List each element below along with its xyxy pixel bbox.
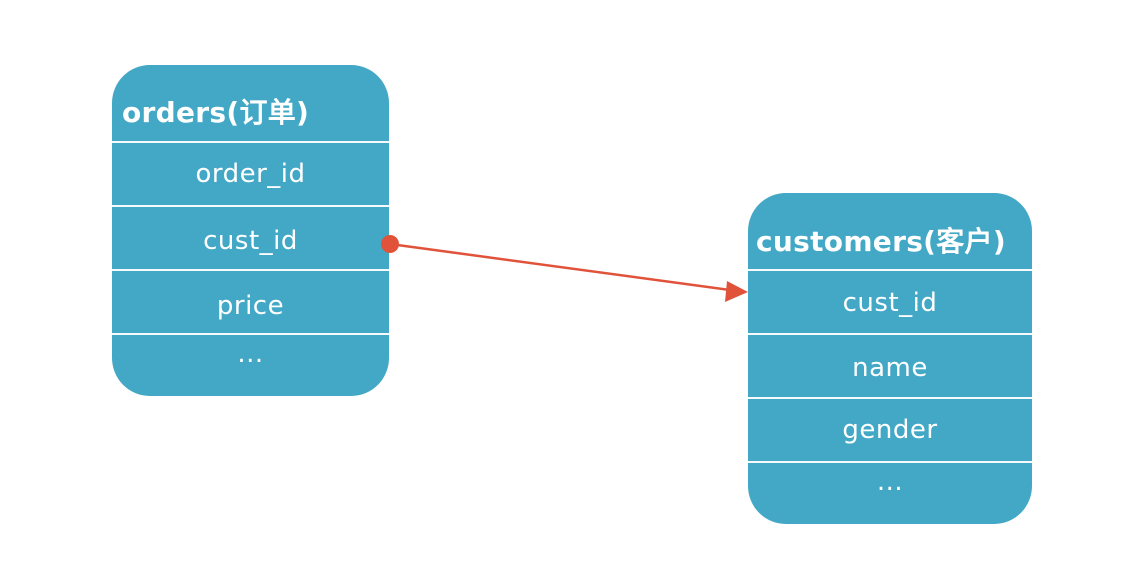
relation-arrowhead: [725, 281, 748, 302]
relation-line: [388, 242, 732, 292]
relation-start-dot: [381, 235, 399, 253]
customers-table-title: customers(客户): [756, 225, 1006, 258]
customers-divider: [748, 397, 1032, 399]
orders-field-price: price: [216, 291, 285, 321]
customers-divider: [748, 269, 1032, 271]
customers-field-more: ...: [876, 467, 904, 497]
customers-field-cust-id: cust_id: [842, 288, 938, 318]
orders-field-order-id: order_id: [195, 159, 306, 189]
orders-divider: [112, 269, 389, 271]
orders-divider: [112, 205, 389, 207]
orders-divider: [112, 141, 389, 143]
customers-divider: [748, 461, 1032, 463]
orders-field-more: ...: [237, 339, 264, 369]
customers-table: customers(客户) cust_id name gender ...: [748, 193, 1032, 524]
customers-field-name: name: [852, 353, 928, 383]
orders-table: orders(订单) order_id cust_id price ...: [112, 65, 389, 396]
customers-divider: [748, 333, 1032, 335]
orders-field-cust-id: cust_id: [203, 226, 298, 256]
customers-field-gender: gender: [842, 415, 938, 445]
orders-table-title: orders(订单): [122, 96, 310, 129]
orders-divider: [112, 333, 389, 335]
